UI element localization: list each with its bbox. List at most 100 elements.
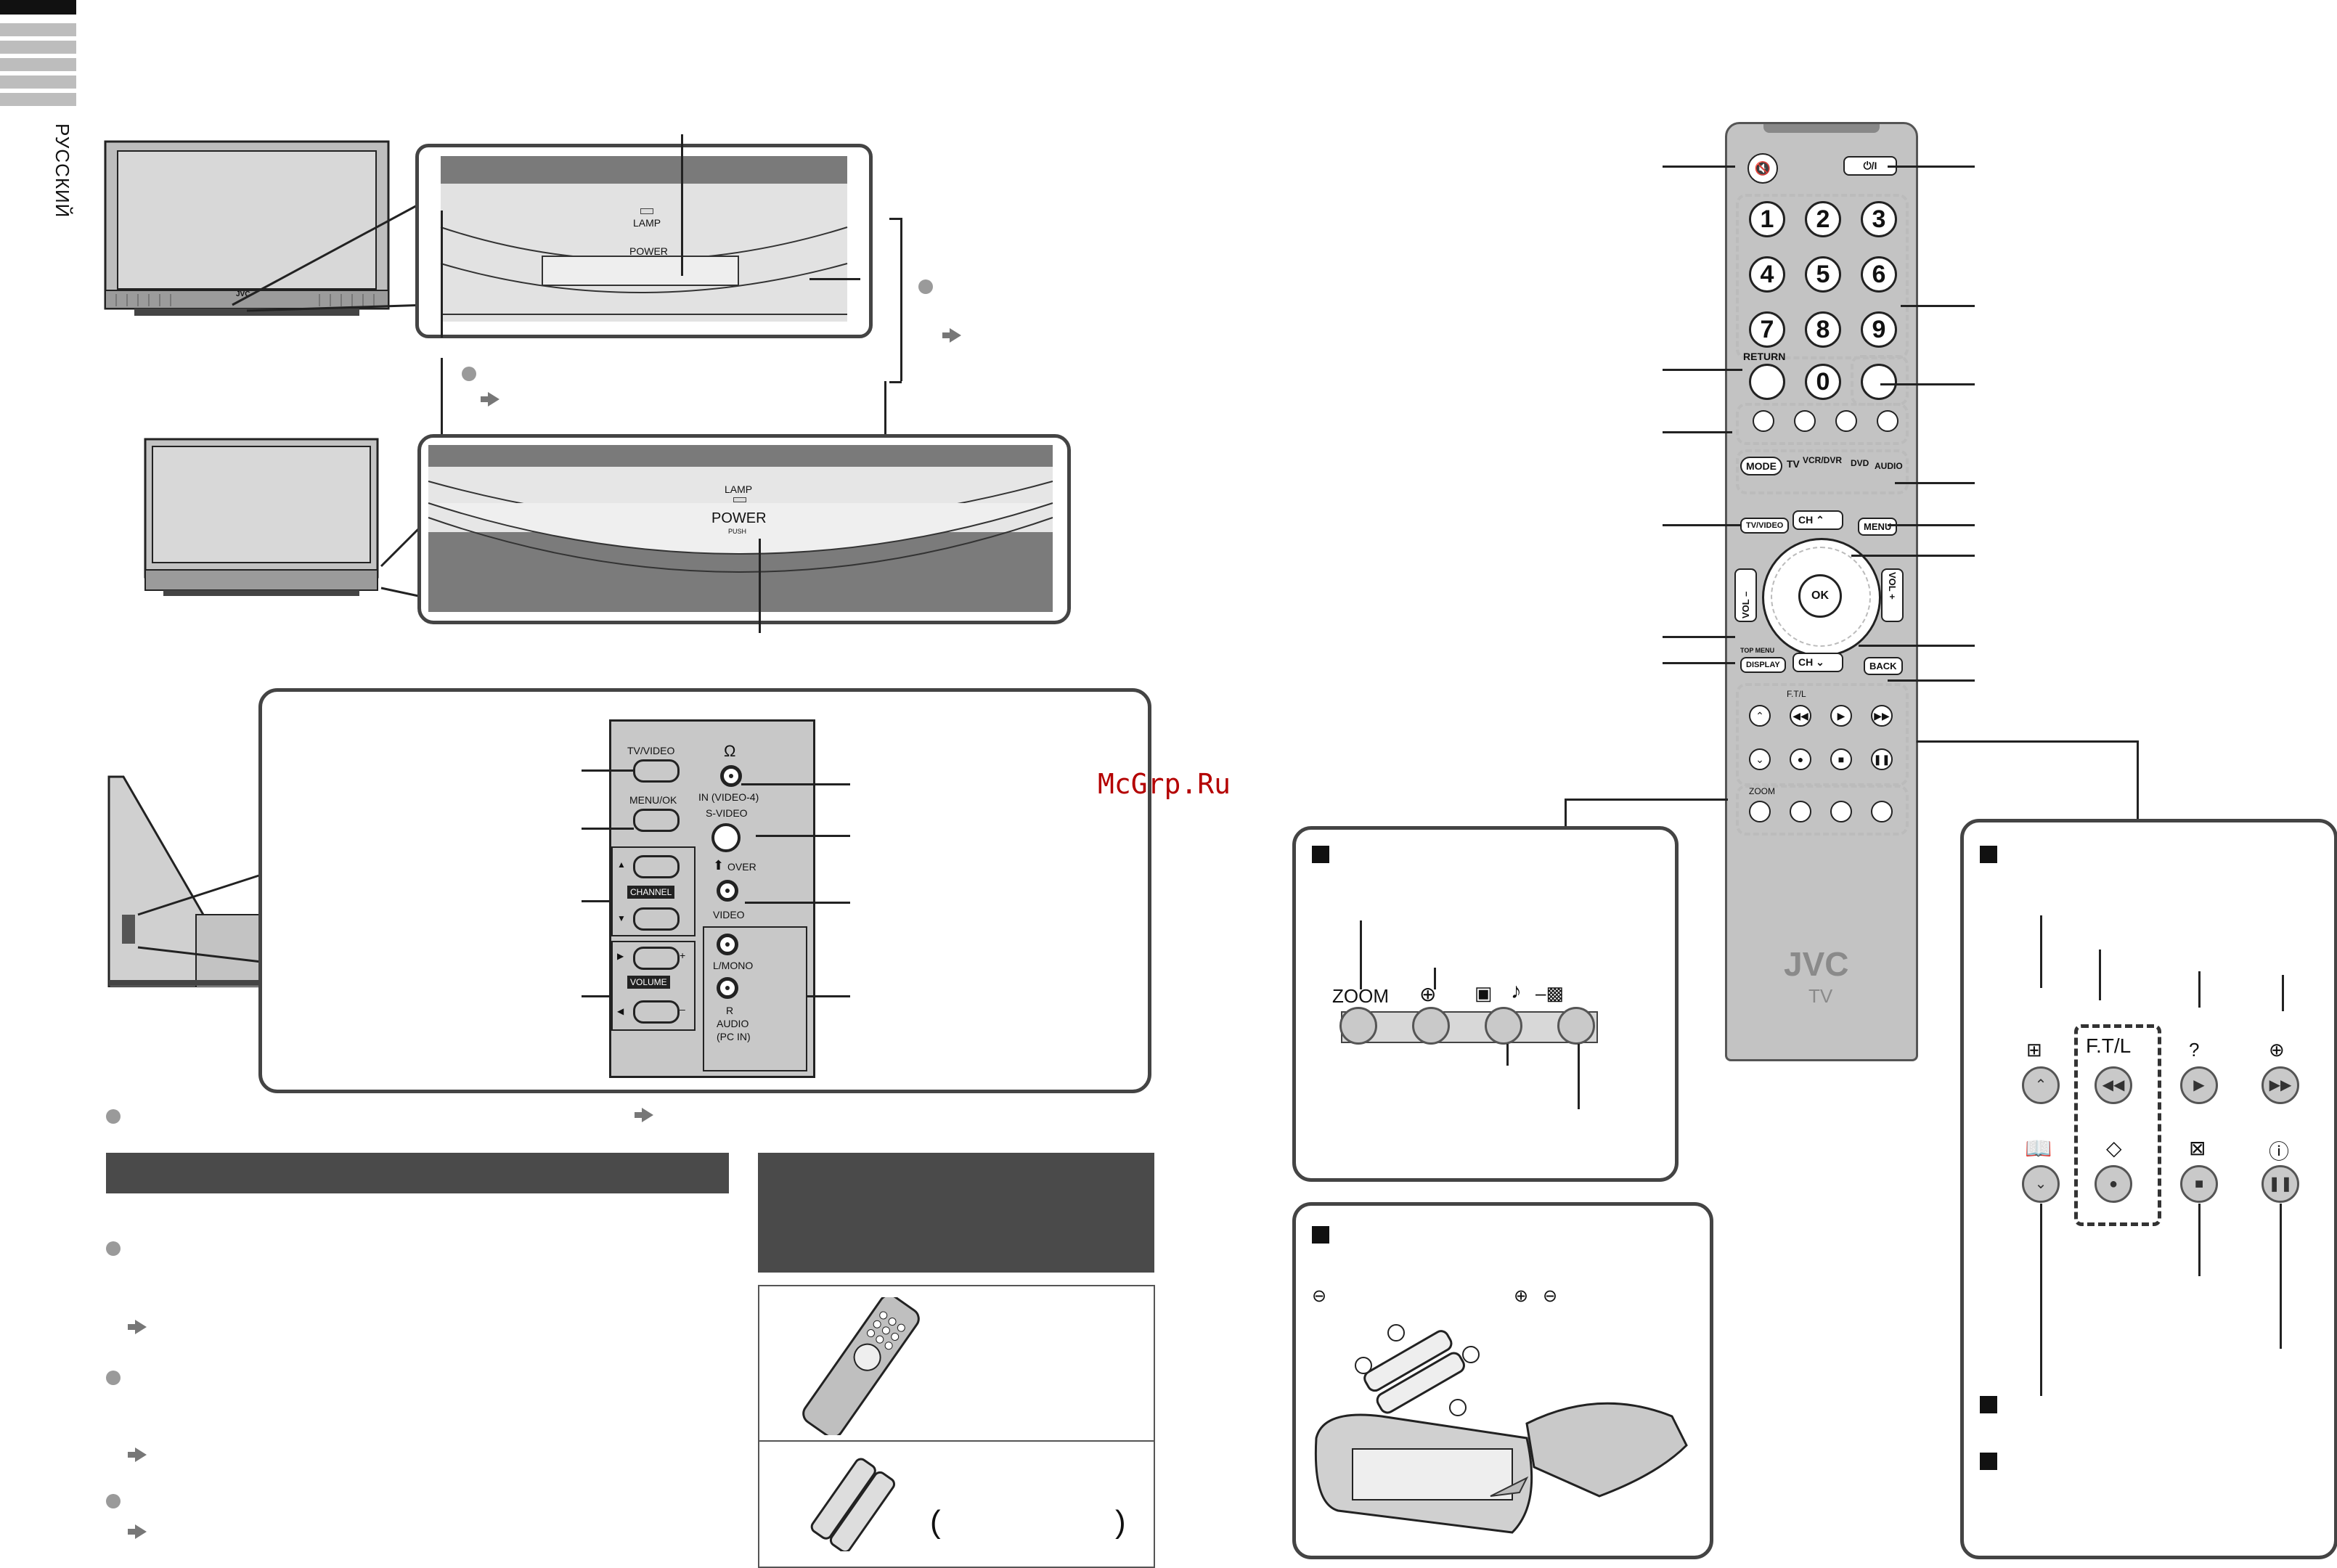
bullet-dot: [462, 367, 476, 381]
zoom-button[interactable]: [1339, 1007, 1377, 1045]
menu-button[interactable]: MENU: [1858, 518, 1898, 536]
section-header-bar-2: [758, 1153, 1154, 1273]
minus-sign: –: [680, 1003, 685, 1015]
pointer-line: [1663, 431, 1732, 433]
pause-button[interactable]: ❚❚: [2261, 1165, 2299, 1203]
ok-button[interactable]: OK: [1798, 574, 1842, 618]
record-button[interactable]: ●: [2095, 1165, 2132, 1203]
record-button[interactable]: ●: [1790, 748, 1811, 770]
tv-video-button[interactable]: [633, 759, 680, 783]
remote-accessory-image: [802, 1297, 920, 1435]
digit-4-button[interactable]: 4: [1749, 256, 1785, 293]
digit-2-button[interactable]: 2: [1805, 201, 1841, 237]
tv-video-button[interactable]: TV/VIDEO: [1740, 518, 1790, 534]
side-jack-panel: TV/VIDEO MENU/OK ▲ CHANNEL ▼ ▶ + VOLUME …: [609, 719, 815, 1078]
split-icon: –▩: [1535, 982, 1565, 1004]
menu-ok-button[interactable]: [633, 809, 680, 832]
subtitle-button[interactable]: [1485, 1007, 1522, 1045]
power-label: POWER: [629, 245, 668, 257]
pointer-line: [1663, 369, 1742, 371]
digit-6-button[interactable]: 6: [1861, 256, 1897, 293]
video-jack[interactable]: [717, 880, 738, 902]
rewind-button[interactable]: ◀◀: [2095, 1066, 2132, 1104]
down-button[interactable]: ⌄: [1749, 748, 1771, 770]
pointer-line: [2198, 1204, 2201, 1276]
back-button[interactable]: BACK: [1864, 657, 1903, 675]
down-arrow: ▼: [617, 913, 626, 923]
channel-up-button[interactable]: CH ⌃: [1792, 510, 1843, 530]
rewind-button[interactable]: ◀◀: [1790, 705, 1811, 727]
pointer-line: [1880, 383, 1975, 385]
down-button[interactable]: ⌄: [2022, 1165, 2060, 1203]
skip-icon: ⊕: [2269, 1039, 2285, 1061]
pause-button[interactable]: ❚❚: [1871, 748, 1893, 770]
audio-r-jack[interactable]: [717, 977, 738, 999]
digit-7-button[interactable]: 7: [1749, 311, 1785, 348]
l-mono-label: L/MONO: [713, 960, 754, 971]
headphone-icon: Ω: [724, 742, 736, 760]
pointer-line: [1663, 524, 1741, 526]
digit-1-button[interactable]: 1: [1749, 201, 1785, 237]
volume-up-button[interactable]: [633, 947, 680, 970]
menu-ok-label: MENU/OK: [629, 794, 677, 806]
vol-plus-button[interactable]: VOL +: [1881, 568, 1904, 622]
s-video-jack[interactable]: [711, 823, 741, 852]
subtitle-button[interactable]: [1830, 801, 1852, 822]
side-panel-box: TV/VIDEO MENU/OK ▲ CHANNEL ▼ ▶ + VOLUME …: [258, 688, 1151, 1093]
pointer-line: [807, 995, 850, 997]
play-button[interactable]: ▶: [1830, 705, 1852, 727]
audio-l-jack[interactable]: [717, 934, 738, 955]
arrow-icon: [942, 328, 961, 343]
aspect-button[interactable]: [1790, 801, 1811, 822]
fast-forward-button[interactable]: ▶▶: [1871, 705, 1893, 727]
fast-forward-button[interactable]: ▶▶: [2261, 1066, 2299, 1104]
up-button[interactable]: ⌃: [1749, 705, 1771, 727]
mode-button[interactable]: MODE: [1740, 457, 1782, 475]
channel-down-button[interactable]: CH ⌄: [1792, 653, 1843, 672]
split-button[interactable]: [1557, 1007, 1595, 1045]
channel-group: [611, 846, 696, 936]
pointer-line: [809, 278, 860, 280]
teletext-button[interactable]: [1861, 364, 1897, 400]
bullet-dot: [106, 1494, 121, 1508]
channel-up-button[interactable]: [633, 855, 680, 878]
stop-button[interactable]: ■: [2180, 1165, 2218, 1203]
return-button[interactable]: [1749, 364, 1785, 400]
headphone-jack[interactable]: [720, 765, 742, 787]
zoom-button-strip: [1341, 1011, 1598, 1043]
book-icon: 📖: [2025, 1137, 2052, 1161]
digit-8-button[interactable]: 8: [1805, 311, 1841, 348]
pointer-line: [1360, 920, 1362, 989]
split-button[interactable]: [1871, 801, 1893, 822]
pointer-line: [1663, 662, 1735, 664]
volume-down-button[interactable]: [633, 1000, 680, 1024]
info-icon: ⓘ: [2269, 1140, 2290, 1163]
digit-0-button[interactable]: 0: [1805, 364, 1841, 400]
digit-5-button[interactable]: 5: [1805, 256, 1841, 293]
channel-down-button[interactable]: [633, 907, 680, 931]
pointer-line: [2280, 1204, 2282, 1349]
section-marker: [1312, 846, 1329, 863]
display-button[interactable]: DISPLAY: [1740, 657, 1786, 673]
tv-mode-label: TV: [1787, 458, 1800, 470]
vol-minus-button[interactable]: VOL –: [1734, 568, 1757, 622]
pointer-line: [1888, 166, 1975, 168]
left-arrow: ◀: [617, 1006, 624, 1016]
play-button[interactable]: ▶: [2180, 1066, 2218, 1104]
digit-9-button[interactable]: 9: [1861, 311, 1897, 348]
yellow-button[interactable]: [1835, 410, 1857, 432]
aspect-button[interactable]: [1412, 1007, 1450, 1045]
stop-button[interactable]: ■: [1830, 748, 1852, 770]
digit-3-button[interactable]: 3: [1861, 201, 1897, 237]
blue-button[interactable]: [1877, 410, 1898, 432]
green-button[interactable]: [1794, 410, 1816, 432]
mute-button[interactable]: 🔇: [1747, 153, 1778, 184]
remote-control: 🔇 ⏻/I 1 2 3 4 5 6 7 8 9 RETURN 0 MODE TV…: [1725, 122, 1918, 1061]
pointer-line: [2282, 975, 2284, 1011]
zoom-connector-lines: [232, 202, 429, 312]
pointer-line: [1663, 166, 1735, 168]
zoom-button[interactable]: [1749, 801, 1771, 822]
channel-label: CHANNEL: [627, 886, 675, 899]
red-button[interactable]: [1753, 410, 1774, 432]
up-button[interactable]: ⌃: [2022, 1066, 2060, 1104]
